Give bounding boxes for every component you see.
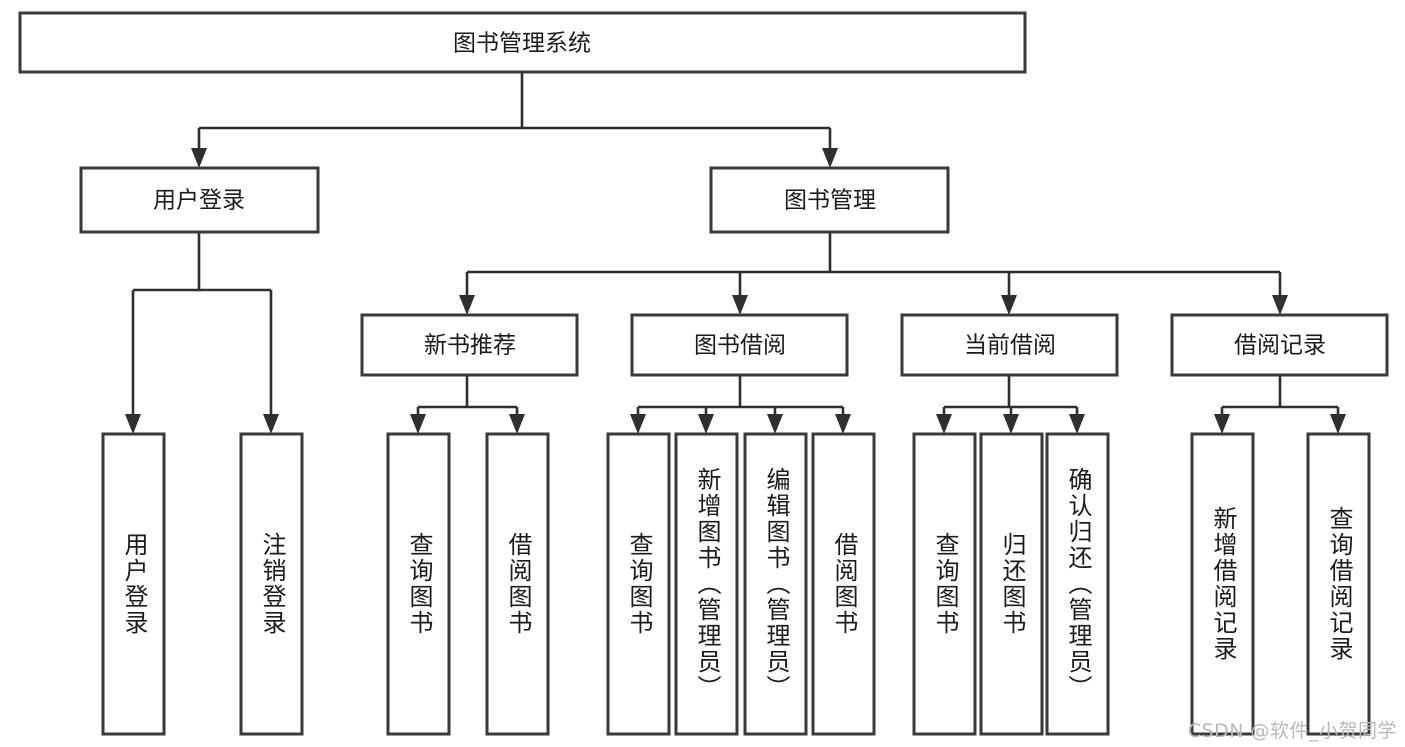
arrow-head-bookborrow-l1: [630, 414, 646, 434]
node-borrow-record[interactable]: [1170, 313, 1389, 377]
node-user-login[interactable]: [79, 166, 320, 234]
node-book-management-label: 图书管理: [784, 188, 876, 214]
arrow-head-currentborrow-l2: [1003, 414, 1019, 434]
node-book-borrow[interactable]: [630, 313, 849, 377]
node-layer: 图书管理系统 用户登录 图书管理 新书推荐 图书借阅 当前借阅 借阅记录: [18, 11, 1389, 736]
arrow-head-borrow-record: [1272, 295, 1288, 315]
arrow-head-bookborrow-l2: [698, 414, 714, 434]
leaf-book-borrow-2[interactable]: [674, 432, 739, 736]
leaf-book-borrow-4[interactable]: [811, 432, 876, 736]
arrow-head-userlogin-l2: [263, 414, 279, 434]
node-borrow-record-label: 借阅记录: [1234, 333, 1326, 359]
arrow-head-bookborrow-l4: [835, 414, 851, 434]
arrow-head-book-mgmt: [822, 148, 838, 168]
arrow-head-currentborrow-l3: [1069, 414, 1085, 434]
arrow-head-bookborrow-l3: [767, 414, 783, 434]
arrow-head-borrowrecord-l2: [1330, 414, 1346, 434]
node-current-borrow[interactable]: [900, 313, 1119, 377]
node-new-book-recommend-label: 新书推荐: [424, 333, 516, 359]
leaf-current-borrow-1[interactable]: [912, 432, 977, 736]
arrow-head-userlogin-l1: [125, 414, 141, 434]
node-book-borrow-label: 图书借阅: [694, 333, 786, 359]
connector-layer: [125, 72, 1346, 434]
leaf-book-borrow-3[interactable]: [743, 432, 808, 736]
node-user-login-label: 用户登录: [153, 188, 245, 214]
arrow-head-new-book: [459, 295, 475, 315]
arrow-head-book-borrow: [732, 295, 748, 315]
node-root[interactable]: [18, 11, 1027, 74]
watermark-text: CSDN @软件_小贺同学: [1187, 720, 1397, 742]
leaf-book-borrow-1[interactable]: [606, 432, 671, 736]
leaf-new-book-1[interactable]: [386, 432, 451, 736]
leaf-borrow-record-1[interactable]: [1190, 432, 1255, 736]
leaf-user-login-2[interactable]: [239, 432, 304, 736]
leaf-user-login-1[interactable]: [101, 432, 166, 736]
arrow-head-current-borrow: [1001, 295, 1017, 315]
leaf-borrow-record-2[interactable]: [1306, 432, 1371, 736]
arrow-head-user-login: [191, 148, 207, 168]
node-current-borrow-label: 当前借阅: [964, 333, 1056, 359]
arrow-head-currentborrow-l1: [936, 414, 952, 434]
arrow-head-newbook-l2: [509, 414, 525, 434]
arrow-head-newbook-l1: [410, 414, 426, 434]
leaf-current-borrow-3[interactable]: [1045, 432, 1110, 736]
node-root-label: 图书管理系统: [453, 31, 591, 57]
node-new-book-recommend[interactable]: [360, 313, 579, 377]
arrow-head-borrowrecord-l1: [1214, 414, 1230, 434]
leaf-new-book-2[interactable]: [485, 432, 550, 736]
leaf-current-borrow-2[interactable]: [979, 432, 1044, 736]
node-book-management[interactable]: [709, 166, 950, 234]
